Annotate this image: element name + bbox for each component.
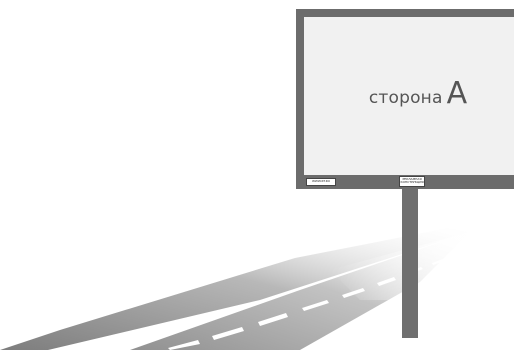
plate-center-line2: КОНСТРУКЦИЯ <box>400 181 424 184</box>
side-letter: A <box>447 76 468 111</box>
plate-left-text: WWW.RT.RU <box>307 180 335 183</box>
billboard: сторона A WWW.RT.RU РЕКЛАМНАЯ КОНСТРУКЦИ… <box>296 9 514 189</box>
info-plate-left: WWW.RT.RU <box>306 178 336 186</box>
side-word: сторона <box>369 88 443 108</box>
info-plate-center: РЕКЛАМНАЯ КОНСТРУКЦИЯ <box>399 176 425 187</box>
side-label: сторона A <box>369 76 467 111</box>
billboard-pole <box>402 188 418 338</box>
billboard-face: сторона A <box>304 17 514 175</box>
